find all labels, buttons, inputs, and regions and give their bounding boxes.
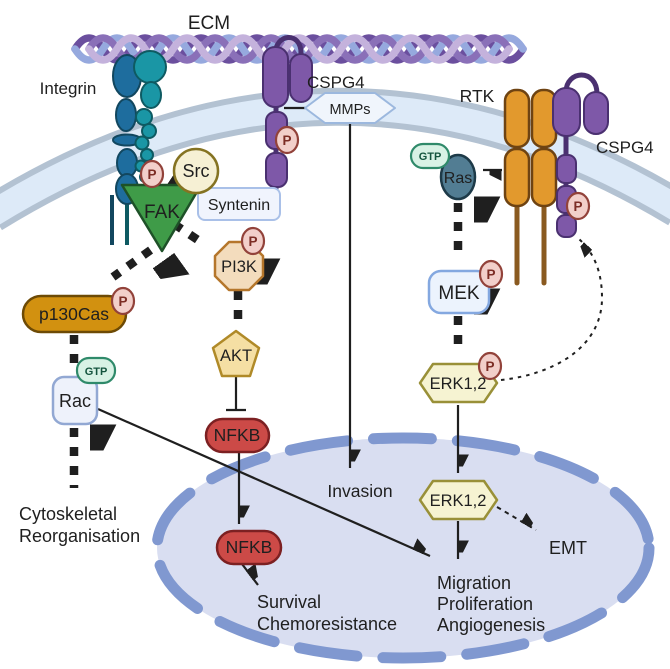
inhibition-akt-nfkb (226, 375, 246, 412)
ras-node (439, 153, 477, 201)
cspg4-right-lobe (552, 87, 581, 137)
mmps-label: MMPs (329, 102, 370, 118)
outcome-proliferation: Proliferation (437, 594, 533, 614)
phospho-badge-mek (478, 259, 504, 289)
phospho-badge-cspg4-left (274, 125, 300, 155)
cspg4-left-label: CSPG4 (307, 73, 365, 92)
badges: P P P P P P P GTP GTP (75, 125, 591, 385)
cspg4-right-lobe (583, 91, 609, 135)
outcome-cytoskeletal-line2: Reorganisation (19, 526, 140, 546)
nfkb-cytoplasm-label: NFKB (214, 425, 261, 445)
phospho-badge-erk-label: P (485, 359, 494, 374)
akt-label: AKT (220, 347, 252, 365)
arrow-fak-pi3k (174, 224, 207, 248)
arrow-nfkb-survival (241, 563, 258, 586)
erk-cytoplasm-node (418, 362, 499, 404)
figure-labels: ECM Integrin CSPG4 RTK CSPG4 Cytoskeleta… (19, 13, 654, 635)
integrin-beta-seg (140, 81, 162, 109)
erk-cytoplasm-label: ERK1,2 (430, 375, 487, 393)
integrin-alpha-seg (115, 98, 137, 132)
gtp-badge-ras-label: GTP (419, 151, 442, 163)
nucleus (151, 432, 655, 664)
src-label: Src (183, 161, 210, 181)
nfkb-nucleus-label: NFKB (226, 537, 273, 557)
cspg4-right-loop (563, 72, 600, 97)
integrin-beta-bead (140, 148, 154, 162)
rtk-ecto-domain (530, 147, 558, 208)
syntenin-label: Syntenin (208, 197, 270, 214)
akt-node (211, 329, 261, 378)
p130cas-label: p130Cas (39, 304, 109, 324)
phospho-badge-p130cas-label: P (118, 294, 127, 309)
rac-node (51, 375, 99, 426)
erk-nucleus-label: ERK1,2 (430, 492, 487, 510)
outcome-invasion: Invasion (327, 481, 392, 501)
nfkb-nucleus-node (215, 529, 283, 566)
phospho-badge-cspg4-left-label: P (282, 133, 291, 148)
mmps-node (304, 92, 396, 124)
ecm-label: ECM (188, 13, 230, 34)
erk-nucleus-node (418, 479, 499, 521)
outcome-angiogenesis: Angiogenesis (437, 615, 545, 635)
phospho-badge-erk (477, 351, 503, 381)
arrow-rac-migration (97, 407, 431, 558)
integrin-beta-bead (134, 135, 150, 151)
gtp-badge-rac (75, 356, 117, 385)
integrin-beta-bead (135, 108, 153, 126)
phospho-badge-pi3k-label: P (248, 234, 257, 249)
phospho-badge-mek-label: P (486, 267, 495, 282)
cspg4-right-label: CSPG4 (596, 138, 654, 157)
rtk-ecto-domain (503, 147, 531, 208)
pathway-arrows (69, 106, 604, 586)
mek-node (427, 269, 491, 315)
outcome-chemoresistance: Chemoresistance (257, 614, 397, 634)
pi3k-label: PI3K (221, 258, 257, 276)
src-node (172, 147, 220, 195)
outcome-cytoskeletal-line1: Cytoskeletal (19, 504, 117, 524)
phospho-badge-fak (139, 159, 165, 189)
gtp-badge-rac-label: GTP (85, 366, 108, 378)
nfkb-cytoplasm-node (204, 417, 271, 454)
integrin-beta-bead (141, 123, 157, 139)
gtp-badge-ras (409, 142, 451, 170)
phospho-badge-pi3k (240, 226, 266, 256)
outcome-survival: Survival (257, 592, 321, 612)
fak-node (120, 183, 203, 253)
cspg4-left-segment (265, 152, 288, 188)
integrin-alpha-seg (116, 148, 138, 178)
rtk-ecto-domain (503, 88, 531, 149)
cspg4-left-lobe (262, 46, 289, 108)
rtk-label: RTK (460, 86, 495, 106)
cspg4-right-segment (556, 214, 577, 238)
syntenin-node (197, 187, 281, 221)
phospho-badge-cspg4-right (565, 191, 591, 221)
cspg4-receptor-right (552, 72, 609, 238)
rac-label: Rac (59, 391, 91, 411)
mek-label: MEK (438, 283, 480, 304)
node-labels: MMPs FAK Src Syntenin PI3K AKT NFKB NFKB… (39, 102, 486, 557)
phospho-badge-cspg4-right-label: P (573, 199, 582, 214)
cspg4-left-lobe (289, 53, 313, 103)
outcome-migration: Migration (437, 573, 511, 593)
integrin-receptor (110, 50, 167, 245)
phospho-badge-fak-label: P (147, 167, 156, 182)
arrow-erk-emt (496, 506, 537, 531)
cspg4-right-segment (556, 154, 577, 184)
fak-label: FAK (144, 202, 180, 223)
cspg4-receptor-left (262, 35, 313, 193)
integrin-beta-head (133, 50, 167, 84)
phospho-badge-p130cas (110, 286, 136, 316)
ras-label: Ras (444, 170, 472, 187)
integrin-label: Integrin (40, 79, 97, 98)
outcome-emt: EMT (549, 538, 587, 558)
